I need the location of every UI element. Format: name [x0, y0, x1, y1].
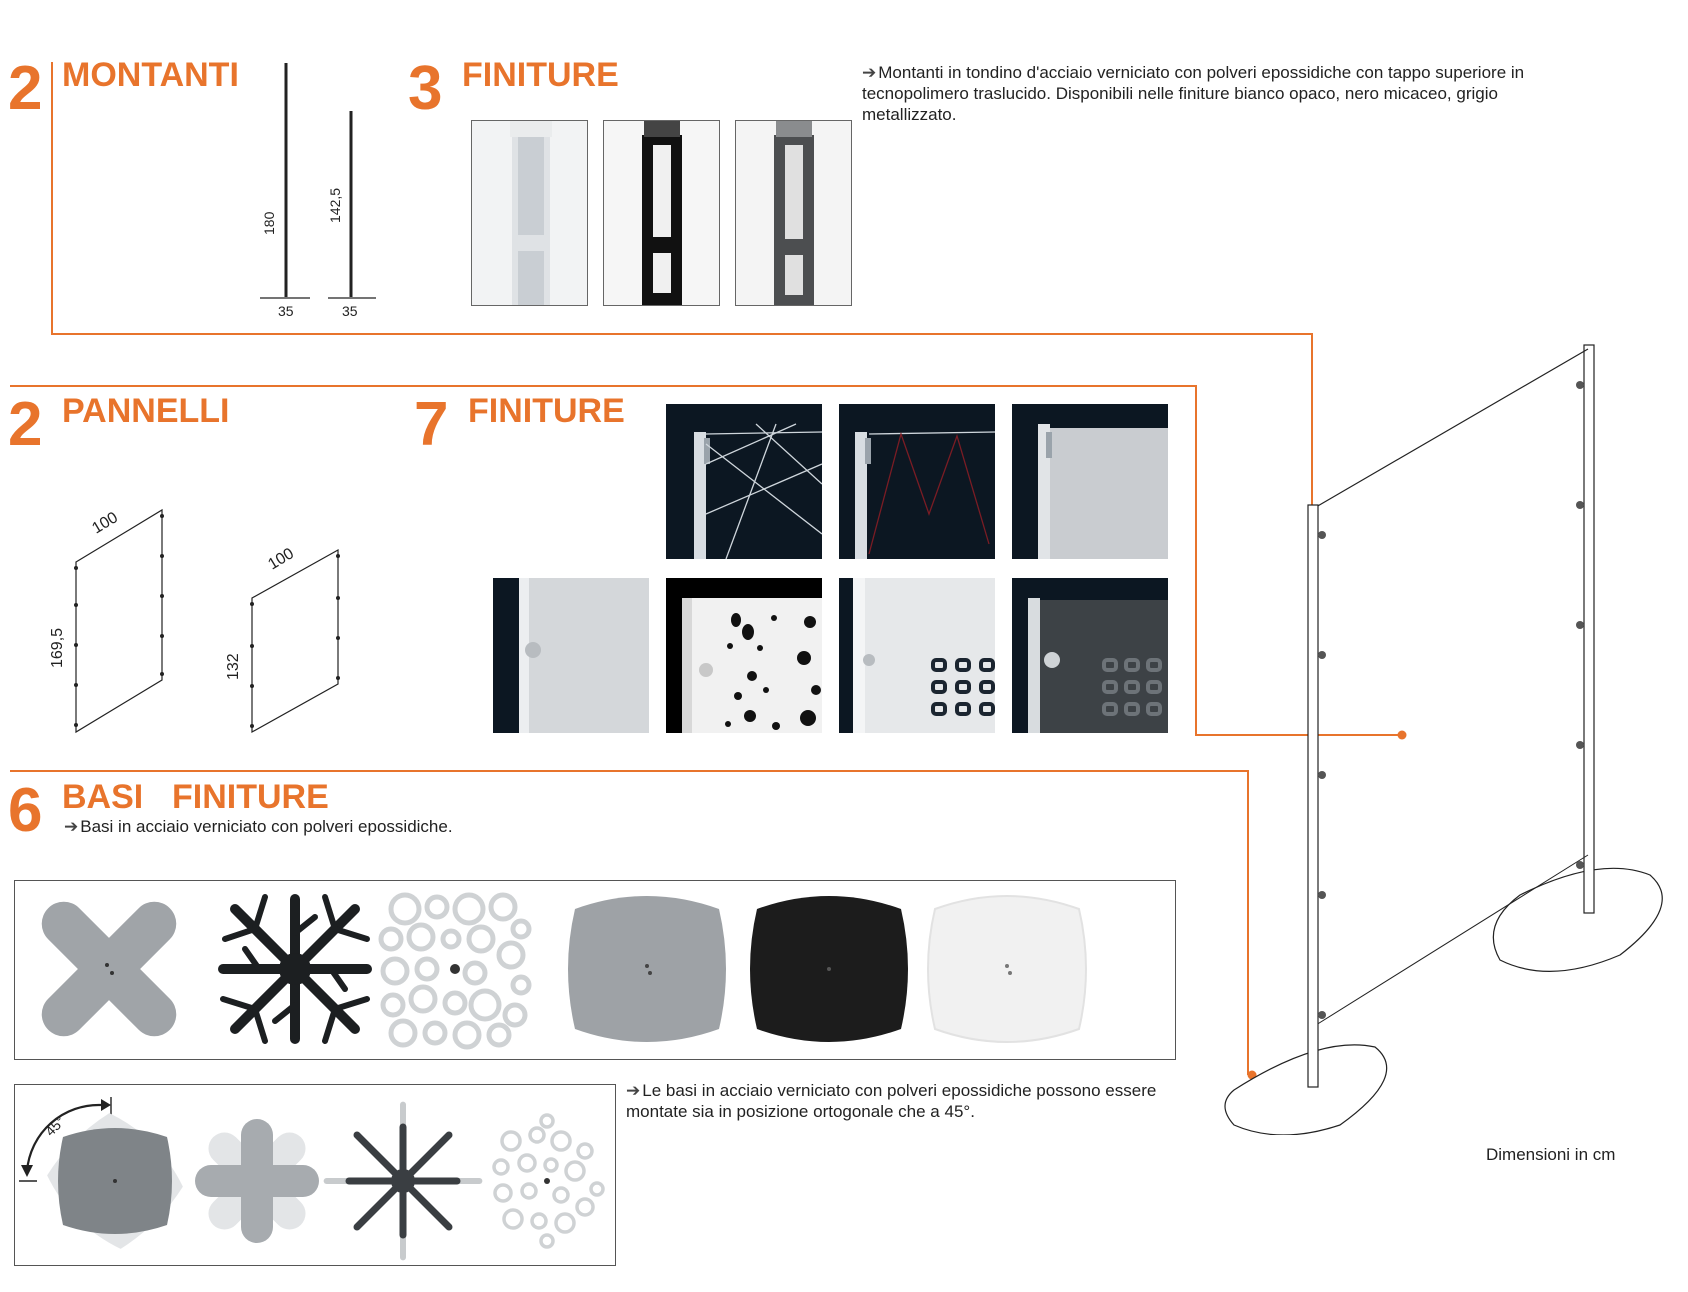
- pannello-width-2: 100: [265, 545, 297, 573]
- arrow-icon: ➔: [862, 63, 877, 82]
- finiture-montanti-count: 3: [408, 54, 443, 123]
- basi-finiture-title: FINITURE: [172, 778, 329, 816]
- panel-finish-cutouts: [839, 578, 995, 733]
- basi-gallery: [14, 880, 1176, 1060]
- basi-title: BASI: [62, 778, 144, 816]
- base-bubbles-white: [378, 892, 532, 1050]
- basi-description: ➔Basi in acciaio verniciato con polveri …: [64, 817, 453, 836]
- pannelli-count: 2: [8, 390, 43, 459]
- panel-finish-wire-red: [839, 404, 995, 559]
- basi-count: 6: [8, 776, 43, 845]
- finiture-pannelli-count: 7: [414, 390, 449, 459]
- screen-assembly-drawing: [1224, 344, 1663, 1135]
- pannello-width-1: 100: [89, 509, 121, 537]
- pannelli-drawing: 100 169,5 100 132: [49, 508, 340, 734]
- panel-finish-dots: [666, 578, 822, 733]
- finiture-montanti-description: ➔Montanti in tondino d'acciaio verniciat…: [862, 63, 1525, 124]
- montanti-title: MONTANTI: [62, 56, 239, 94]
- base-coral-black: [218, 894, 372, 1044]
- finiture-pannelli-title: FINITURE: [468, 392, 625, 430]
- rotation-arrow-icon: [19, 1097, 112, 1182]
- rotation-angle-label: 45°: [42, 1113, 68, 1139]
- base-square-black: [750, 896, 908, 1042]
- arrow-icon: ➔: [626, 1081, 641, 1100]
- pannelli-title: PANNELLI: [62, 392, 230, 430]
- finiture-montanti-title: FINITURE: [462, 56, 619, 94]
- montante-180-label: 180: [261, 211, 277, 235]
- montanti-drawing: 180 142,5 35 35: [260, 63, 376, 319]
- montanti-count: 2: [8, 54, 43, 123]
- basi-rotazione-box: 45°: [14, 1084, 616, 1266]
- montante-142-label: 142,5: [327, 188, 343, 223]
- arrow-icon: ➔: [64, 817, 79, 836]
- finish-swatch-grey: [735, 120, 852, 306]
- base-x-grey: [41, 901, 177, 1037]
- pannello-height-1: 169,5: [49, 628, 66, 668]
- montante-35-label-1: 35: [278, 303, 294, 319]
- dimensioni-note: Dimensioni in cm: [1486, 1145, 1616, 1164]
- panel-finish-fabric: [1012, 404, 1168, 559]
- panel-finish-wire-white: [666, 404, 822, 559]
- finish-swatch-white: [471, 120, 588, 306]
- rotazione-description: ➔Le basi in acciaio verniciato con polve…: [626, 1081, 1157, 1121]
- montante-35-label-2: 35: [342, 303, 358, 319]
- pannello-height-2: 132: [225, 653, 242, 680]
- base-square-white: [927, 895, 1087, 1043]
- finish-swatch-black: [603, 120, 720, 306]
- panel-finish-dark-cutouts: [1012, 578, 1168, 733]
- panel-finish-solid: [493, 578, 649, 733]
- base-square-grey: [568, 896, 726, 1042]
